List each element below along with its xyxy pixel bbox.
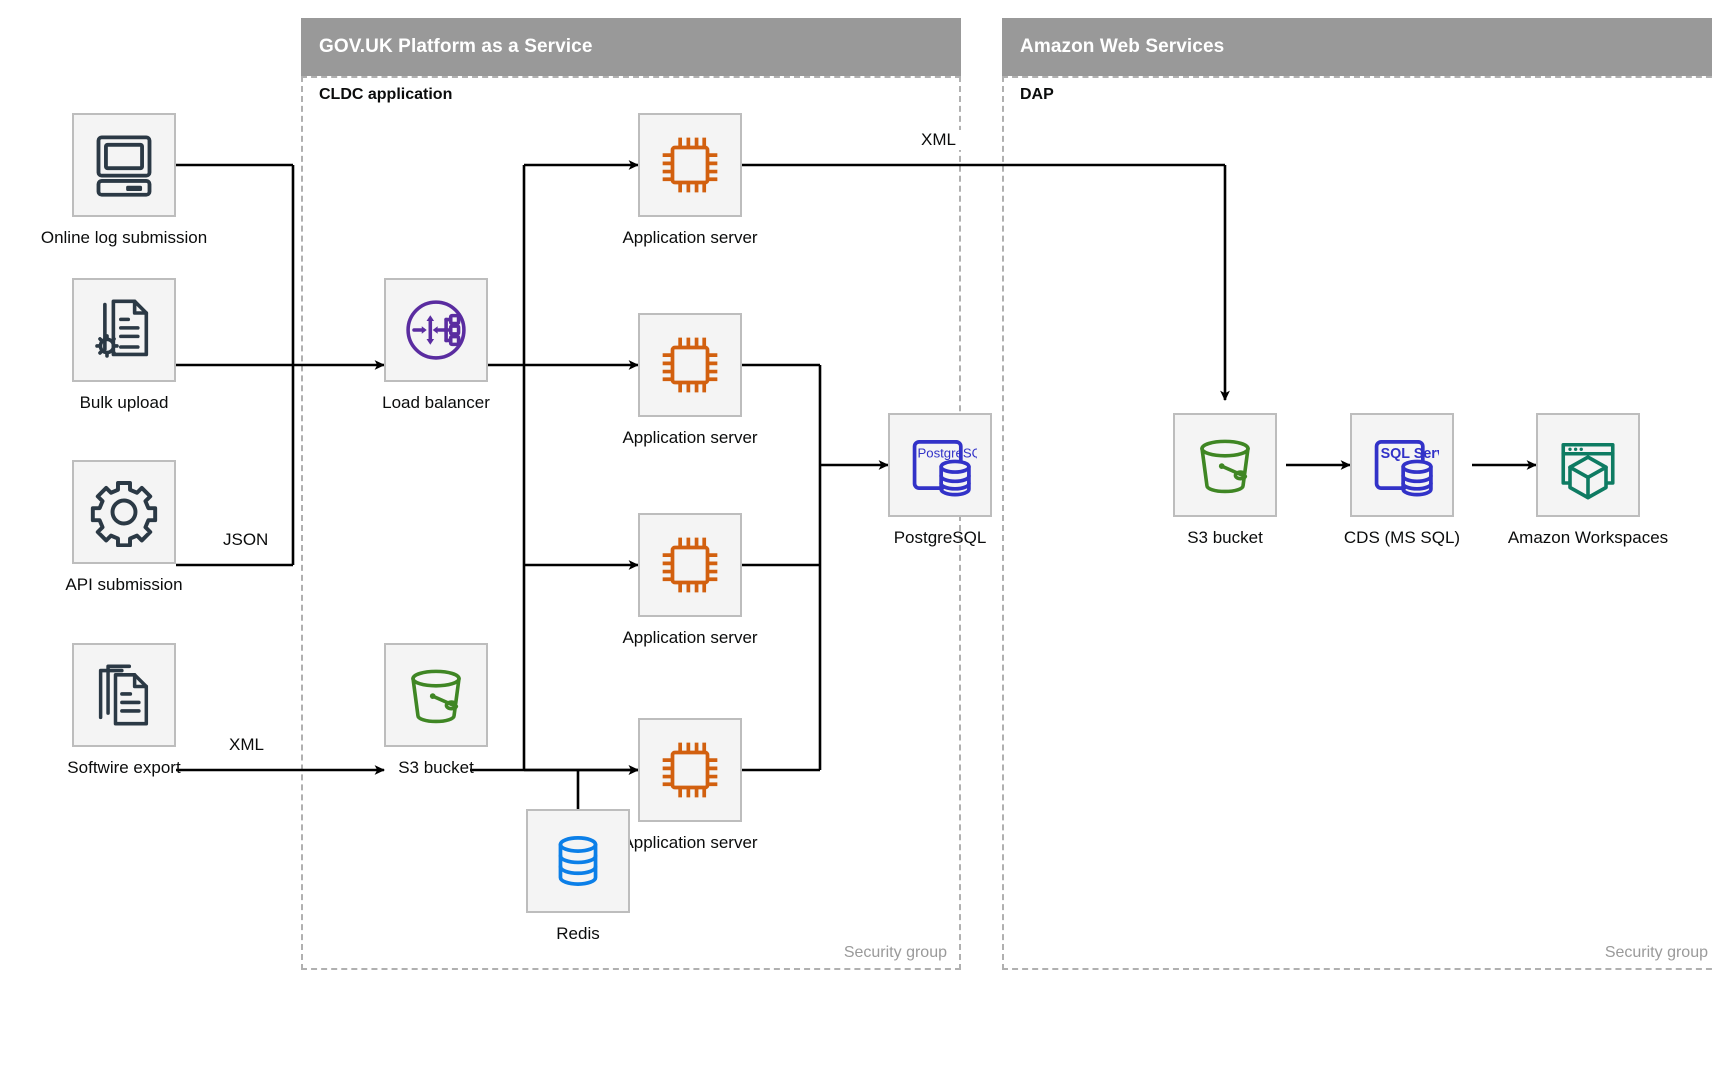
cpu-chip-icon [638,513,742,617]
amazon-workspaces-icon [1536,413,1640,517]
s3-bucket-icon [1173,413,1277,517]
node-label-postgresql: PostgreSQL [893,528,987,547]
node-label-softwire-export: Softwire export [67,758,181,777]
node-label-redis: Redis [556,924,600,943]
node-softwire-export[interactable]: Softwire export [67,643,181,777]
node-label-application-server-4: Application server [622,833,758,852]
s3-bucket-icon [384,643,488,747]
group-header-paas: GOV.UK Platform as a Service [301,18,961,76]
group-title-paas: GOV.UK Platform as a Service [319,36,593,57]
cpu-chip-icon [638,313,742,417]
node-load-balancer[interactable]: Load balancer [382,278,490,412]
cpu-chip-icon [638,718,742,822]
edge-label-xml-softwire: XML [224,735,269,755]
security-group-aws: Security group [1002,76,1712,970]
group-header-aws: Amazon Web Services [1002,18,1712,76]
node-label-s3-bucket-paas: S3 bucket [398,758,474,777]
svg-text:PostgreSQL: PostgreSQL [917,445,977,460]
node-s3-bucket-aws[interactable]: S3 bucket [1173,413,1277,547]
sub-label-cldc: CLDC application [319,86,453,103]
node-cds-ms-sql[interactable]: SQL Server CDS (MS SQL) [1344,413,1460,547]
edge-label-json: JSON [218,530,274,550]
node-bulk-upload[interactable]: Bulk upload [72,278,176,412]
gear-icon [72,460,176,564]
load-balancer-icon [384,278,488,382]
security-group-paas: Security group [301,76,961,970]
sub-label-dap: DAP [1020,86,1054,103]
node-postgresql[interactable]: PostgreSQL PostgreSQL [888,413,992,547]
node-label-application-server-3: Application server [622,628,758,647]
cpu-chip-icon [638,113,742,217]
node-label-load-balancer: Load balancer [382,393,490,412]
node-label-application-server-2: Application server [622,428,758,447]
postgresql-database-icon: PostgreSQL [888,413,992,517]
node-label-amazon-workspaces: Amazon Workspaces [1507,528,1669,547]
security-group-label-aws: Security group [1604,944,1708,961]
node-online-log-submission[interactable]: Online log submission [41,113,207,247]
sql-server-database-icon: SQL Server [1350,413,1454,517]
desktop-computer-icon [72,113,176,217]
edge-label-xml-to-s3: XML [916,130,961,150]
node-application-server-2[interactable]: Application server [622,313,758,447]
security-group-label-paas: Security group [843,944,947,961]
group-title-aws: Amazon Web Services [1020,36,1225,57]
document-gear-icon [72,278,176,382]
node-label-cds-ms-sql: CDS (MS SQL) [1343,528,1461,547]
node-redis[interactable]: Redis [526,809,630,943]
node-application-server-3[interactable]: Application server [622,513,758,647]
node-amazon-workspaces[interactable]: Amazon Workspaces [1508,413,1668,547]
node-s3-bucket-paas[interactable]: S3 bucket [384,643,488,777]
node-application-server-4[interactable]: Application server [622,718,758,852]
node-label-online-log-submission: Online log submission [40,228,208,247]
node-api-submission[interactable]: API submission [65,460,183,594]
node-label-s3-bucket-aws: S3 bucket [1187,528,1263,547]
node-label-api-submission: API submission [65,575,183,594]
redis-database-icon [526,809,630,913]
svg-text:SQL Server: SQL Server [1381,446,1439,462]
node-label-application-server-1: Application server [622,228,758,247]
documents-stack-icon [72,643,176,747]
node-application-server-1[interactable]: Application server [622,113,758,247]
node-label-bulk-upload: Bulk upload [79,393,169,412]
